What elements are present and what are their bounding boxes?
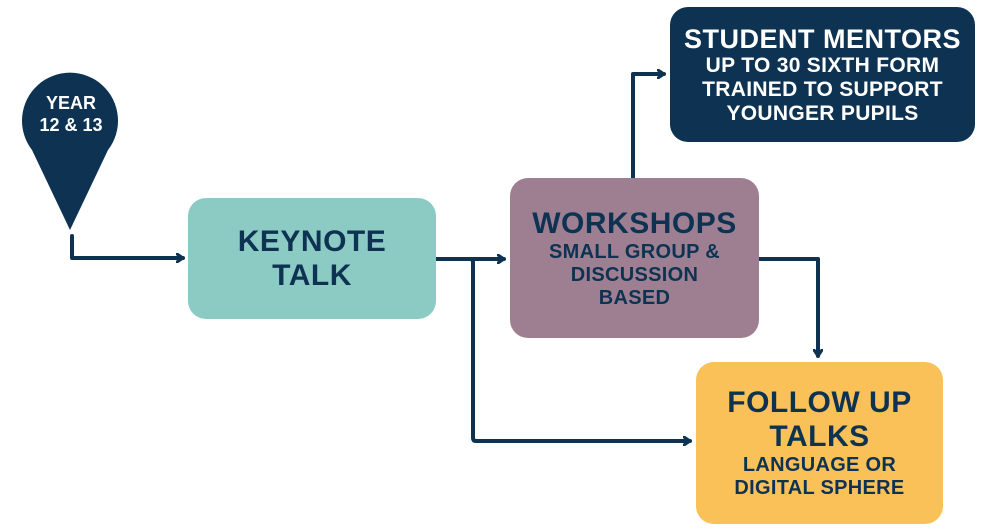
workshops-box: WORKSHOPS SMALL GROUP & DISCUSSION BASED <box>510 178 759 338</box>
pin-label-line: 12 & 13 <box>39 115 103 135</box>
mentors-detail-line: YOUNGER PUPILS <box>726 101 919 125</box>
connector-workshops-to-followup <box>757 257 818 358</box>
workshops-title: WORKSHOPS <box>532 206 737 240</box>
pin-label-line: YEAR <box>45 93 96 113</box>
mentors-detail-line: TRAINED TO SUPPORT <box>702 77 943 101</box>
connector-workshops-to-mentors <box>631 74 666 180</box>
connector-keynote-to-followup <box>434 257 692 441</box>
keynote-talk-box: KEYNOTE TALK <box>188 198 436 319</box>
mentors-detail-line: UP TO 30 SIXTH FORM <box>705 53 940 77</box>
followup-title-line: FOLLOW UP <box>727 386 912 419</box>
workshops-detail-line: SMALL GROUP & <box>549 240 720 263</box>
followup-detail-line: LANGUAGE OR <box>742 454 897 476</box>
workshops-detail-line: DISCUSSION <box>570 263 699 286</box>
workshops-detail-line: BASED <box>598 286 671 309</box>
student-mentors-box: STUDENT MENTORS UP TO 30 SIXTH FORM TRAI… <box>670 7 975 142</box>
connector-pin-to-keynote <box>70 234 185 258</box>
mentors-title: STUDENT MENTORS <box>683 23 961 54</box>
follow-up-talks-box: FOLLOW UP TALKS LANGUAGE OR DIGITAL SPHE… <box>696 362 943 524</box>
keynote-title-line: TALK <box>272 258 352 292</box>
pin-label: YEAR 12 & 13 <box>28 92 114 136</box>
followup-title-line: TALKS <box>769 420 870 453</box>
followup-detail-line: DIGITAL SPHERE <box>734 477 905 499</box>
location-pin-icon <box>22 72 119 230</box>
keynote-title-line: KEYNOTE <box>237 224 387 258</box>
